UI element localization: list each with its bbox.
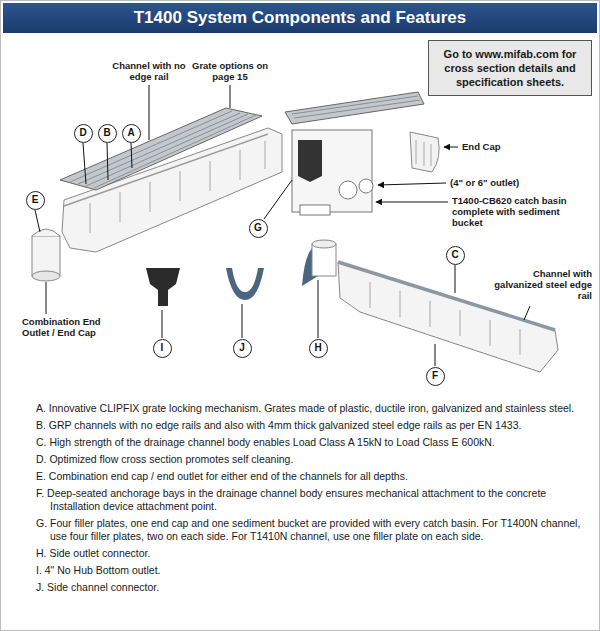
leader-line <box>46 282 47 314</box>
end-outlet-pipe <box>32 271 60 281</box>
bottom-outlet <box>146 268 180 306</box>
grate-slots <box>70 111 256 188</box>
arrow <box>378 183 446 185</box>
end-cap <box>410 132 439 172</box>
end-cap-ribs <box>416 140 431 166</box>
leader-line <box>435 344 436 366</box>
channel-ribs <box>90 141 265 233</box>
part-label: Grate options on page 15 <box>190 60 270 82</box>
info-box: Go to www.mifab.com for cross section de… <box>428 40 592 96</box>
feature-note: C. High strength of the drainage channel… <box>36 436 584 449</box>
leader-line <box>242 304 243 338</box>
end-outlet <box>32 236 60 276</box>
side-outlet-rim <box>312 240 336 248</box>
leader-line <box>455 265 456 293</box>
part-label: T1400-CB620 catch basin complete with se… <box>452 195 592 228</box>
callout-letter: B <box>98 124 117 143</box>
part-label: End Cap <box>462 141 542 152</box>
part-label: Channel with galvanized steel edge rail <box>492 268 592 301</box>
callout-letter: F <box>426 367 445 386</box>
feature-note: B. GRP channels with no edge rails and a… <box>36 419 584 432</box>
callout-letter: A <box>122 124 141 143</box>
leader-line <box>131 143 132 168</box>
edge-rail <box>338 262 555 330</box>
side-connector <box>226 268 264 300</box>
feature-note: J. Side channel connector. <box>36 581 584 594</box>
arrow <box>444 147 458 148</box>
leader-line <box>162 310 163 338</box>
end-outlet-top <box>32 229 60 236</box>
leader-line <box>35 210 40 232</box>
callout-letter: E <box>26 191 45 210</box>
callout-letter: D <box>74 124 93 143</box>
notes-list: A. Innovative CLIPFIX grate locking mech… <box>36 402 584 594</box>
part-label: Channel with no edge rail <box>110 60 188 82</box>
feature-note: E. Combination end cap / end outlet for … <box>36 470 584 483</box>
feature-note: H. Side outlet connector. <box>36 547 584 560</box>
feature-note: F. Deep-seated anchorage bays in the dra… <box>36 487 584 513</box>
callout-letter: C <box>446 246 465 265</box>
callout-letter: H <box>309 339 328 358</box>
leader-line <box>230 85 231 108</box>
sediment-bucket <box>298 140 322 182</box>
leader-line <box>83 143 86 184</box>
grate <box>60 108 262 190</box>
part-label: (4" or 6" outlet) <box>450 177 570 188</box>
channel-ribs <box>370 282 520 355</box>
title-text: T1400 System Components and Features <box>3 3 597 33</box>
outlet <box>339 181 357 199</box>
feature-note: G. Four filler plates, one end cap and o… <box>36 517 584 543</box>
leader-line <box>524 306 530 320</box>
side-outlet-pipe <box>312 244 336 276</box>
feature-note: D. Optimized flow cross section promotes… <box>36 453 584 466</box>
leader-line <box>318 280 319 338</box>
leader-line <box>264 180 292 219</box>
callout-letter: I <box>153 339 172 358</box>
outlet <box>359 179 373 193</box>
arrow <box>376 202 448 203</box>
outlet-bottom <box>300 205 330 215</box>
channel-body <box>338 262 558 372</box>
callout-letter: J <box>233 339 252 358</box>
leader-line <box>107 143 108 180</box>
callout-letter: G <box>249 219 268 238</box>
leader-line <box>149 85 150 140</box>
grate <box>285 92 424 124</box>
feature-note: A. Innovative CLIPFIX grate locking mech… <box>36 402 584 415</box>
catch-basin <box>292 130 372 212</box>
part-label: Combination End Outlet / End Cap <box>22 316 112 338</box>
grate-slots <box>292 96 420 118</box>
box-text: Go to www.mifab.com for cross section de… <box>434 47 586 89</box>
feature-note: I. 4" No Hub Bottom outlet. <box>36 564 584 577</box>
